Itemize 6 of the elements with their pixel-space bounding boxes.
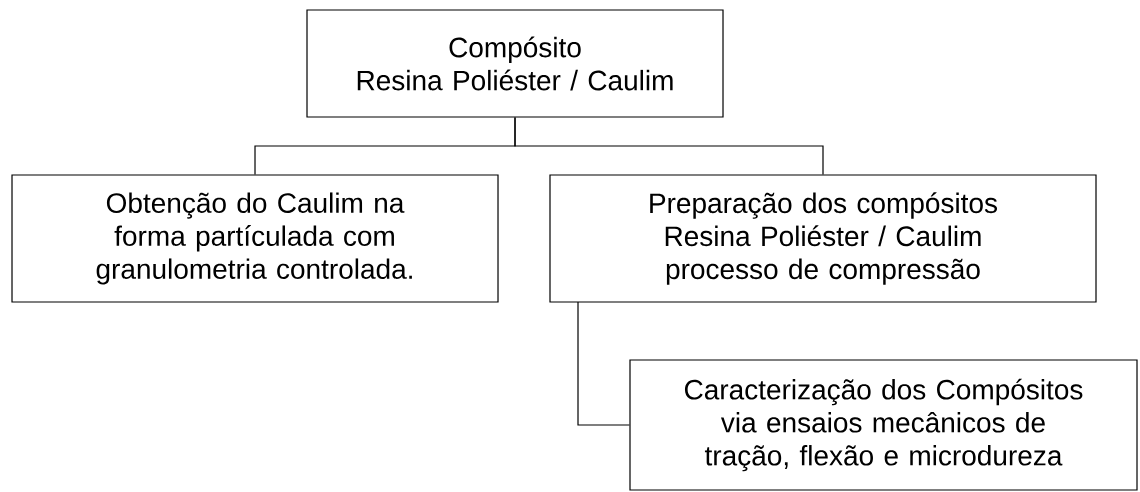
connector-line <box>514 117 824 175</box>
process-box: Compósito Resina Poliéster / Caulim <box>306 9 724 118</box>
process-box: Obtenção do Caulim na forma partículada com granulometria controlada. <box>11 174 499 303</box>
connector-line <box>577 301 630 426</box>
process-box: Preparação dos compósitos Resina Poliéster / Caulim processo de compressão <box>549 174 1097 303</box>
process-box: Caracterização dos Compósitos via ensaios mecânicos de tração, flexão e microdureza <box>629 359 1138 491</box>
